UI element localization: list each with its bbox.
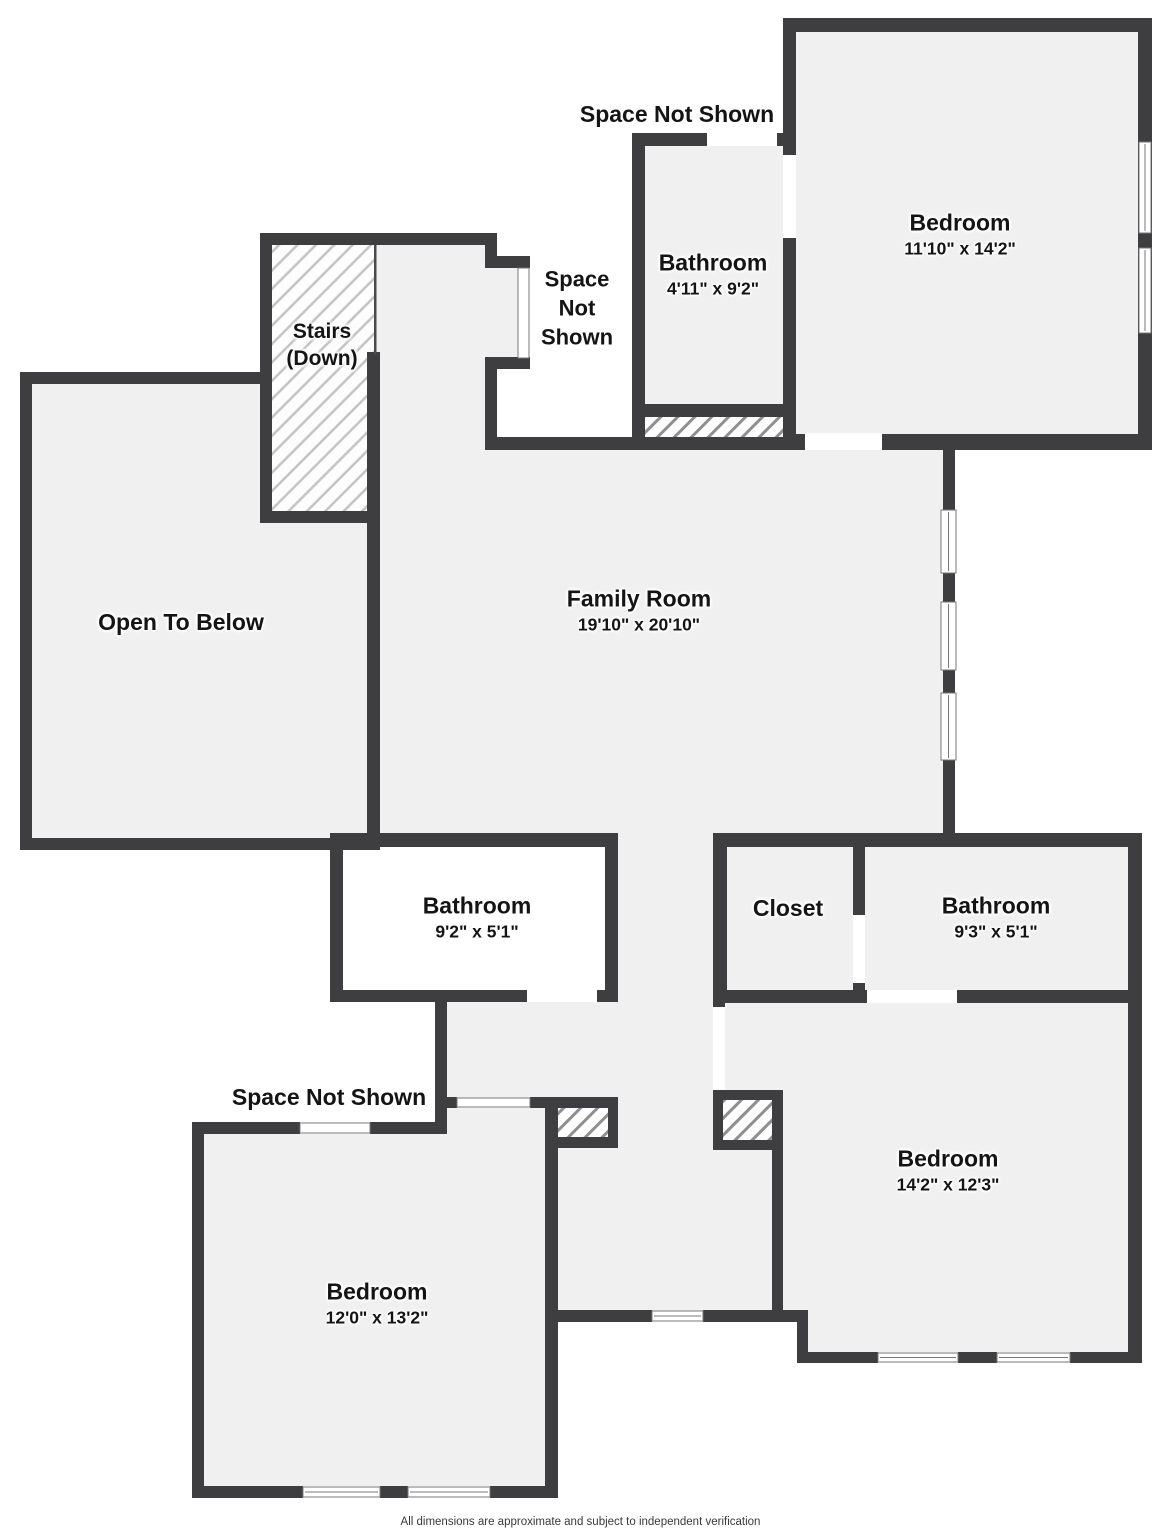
stairs-hatch: [272, 245, 375, 511]
room-name: Bedroom: [326, 1278, 428, 1305]
room-name: Bathroom: [658, 249, 768, 276]
room-bathroom-top-floor: [632, 133, 796, 418]
room-bathroom-right-floor: [853, 833, 1142, 1002]
room-name: Family Room: [566, 585, 712, 612]
room-name: Bedroom: [897, 1145, 999, 1172]
annotation-line: Shown: [540, 324, 614, 350]
room-name: Bedroom: [909, 209, 1011, 236]
room-family-room-floor: [374, 437, 955, 845]
hall-gap-floor: [618, 845, 713, 1005]
room-bedroom-top-right-floor: [783, 18, 1152, 447]
shaft-left-hatch: [558, 1108, 608, 1137]
room-name: Stairs: [292, 320, 352, 343]
label-space-not-shown-top: Space Not Shown: [580, 100, 774, 128]
label-bedroom-bottom-right: Bedroom 14'2" x 12'3": [897, 1145, 1000, 1198]
label-bedroom-bottom-left: Bedroom 12'0" x 13'2": [326, 1278, 429, 1331]
room-name: Bathroom: [422, 892, 532, 919]
room-name: Closet: [752, 895, 824, 921]
annotation-text: Space Not Shown: [579, 101, 775, 127]
annotation-line: Not: [558, 295, 596, 321]
room-sub: (Down): [286, 347, 358, 370]
label-space-not-shown-bottom: Space Not Shown: [232, 1083, 426, 1111]
label-bathroom-right: Bathroom 9'3" x 5'1": [942, 892, 1051, 945]
hall-upper-floor: [447, 1002, 713, 1102]
room-name: Bathroom: [941, 892, 1051, 919]
label-bathroom-top: Bathroom 4'11" x 9'2": [659, 249, 768, 302]
landing-strip-floor: [374, 245, 497, 445]
room-closet-floor: [713, 833, 865, 1002]
bathroom-strip-hatch: [645, 417, 783, 438]
room-dims: 14'2" x 12'3": [896, 1174, 1000, 1195]
room-dims: 12'0" x 13'2": [325, 1307, 429, 1328]
room-dims: 19'10" x 20'10": [577, 614, 701, 635]
label-bedroom-top-right: Bedroom 11'10" x 14'2": [904, 209, 1016, 262]
label-stairs: Stairs (Down): [286, 318, 357, 372]
room-dims: 4'11" x 9'2": [666, 278, 760, 299]
walls: [20, 18, 1152, 1498]
shaft-right-hatch: [723, 1100, 772, 1140]
label-family-room: Family Room 19'10" x 20'10": [567, 585, 711, 638]
label-open-to-below: Open To Below: [98, 608, 264, 636]
disclaimer-text: All dimensions are approximate and subje…: [400, 1516, 761, 1528]
floors: [20, 18, 1152, 1486]
label-space-not-shown-middle: Space Not Shown: [541, 265, 613, 352]
label-bathroom-left: Bathroom 9'2" x 5'1": [423, 892, 532, 945]
room-dims: 9'3" x 5'1": [954, 921, 1038, 942]
door-openings: [527, 133, 957, 1088]
room-bedroom-bottom-left-floor: [204, 1108, 545, 1486]
room-name: Open To Below: [98, 609, 264, 635]
room-dims: 11'10" x 14'2": [904, 238, 1016, 259]
annotation-line: Space: [544, 266, 610, 292]
label-closet: Closet: [753, 894, 823, 922]
windows: [299, 141, 1152, 1498]
annotation-text: Space Not Shown: [231, 1084, 427, 1110]
room-bedroom-bottom-right-floor: [725, 1003, 1128, 1352]
room-dims: 9'2" x 5'1": [435, 921, 519, 942]
hatched-areas: [272, 245, 783, 1140]
